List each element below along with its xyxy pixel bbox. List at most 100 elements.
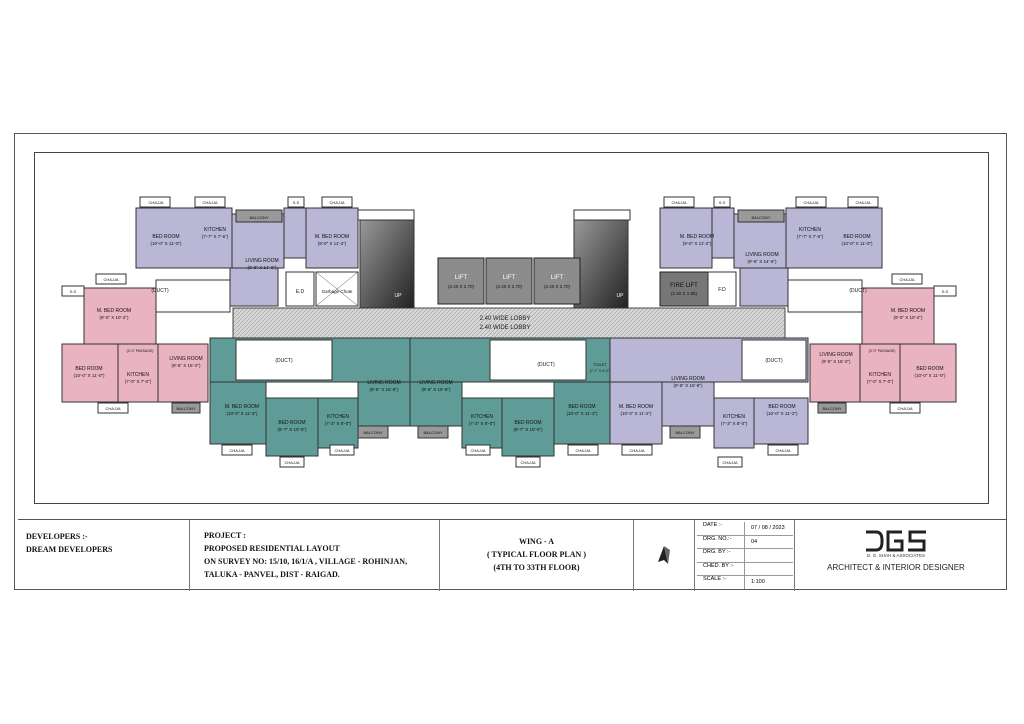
room-dim: (7'-0" X 7'-0") (867, 379, 894, 384)
info-row: DATE :-07 / 08 / 2023 (697, 522, 793, 536)
chajja-label: CHAJJA (575, 448, 590, 453)
room-dim: (10'-0" X 11'-0") (841, 241, 873, 246)
chajja-label: CHAJJA (722, 460, 737, 465)
lift-2 (485, 257, 533, 305)
info-row: CHED. BY :- (697, 562, 793, 576)
north-arrow-icon (658, 546, 670, 564)
toilet-dim: (7'-7" X 4'-0") (590, 369, 611, 373)
info-cell (695, 520, 795, 591)
room-dim: (9'-6" X 14'-6") (248, 265, 277, 270)
room-dim: (9'-5" X 15'-8") (370, 387, 399, 392)
fire-lift-size: (2.40 X 1.85) (671, 291, 698, 296)
lobby-corridor (232, 307, 786, 339)
left-lower-flat (209, 337, 411, 468)
duct-label: (DUCT) (537, 362, 555, 368)
left-staircase (359, 219, 415, 309)
duct-label: (DUCT) (765, 358, 783, 364)
balcony-label: BALCONY (363, 430, 382, 435)
firm-name: D. G. SHAH & ASSOCIATES (867, 553, 925, 558)
up-label: UP (617, 293, 625, 299)
lift-size: (2.40 X 2.70) (496, 284, 523, 289)
chajja-label: CHAJJA (329, 200, 344, 205)
room-dim: (9'-5" X 15'-2") (822, 359, 851, 364)
chajja-label: CHAJJA (897, 406, 912, 411)
chajja-label: CHAJJA (775, 448, 790, 453)
chajja-label: CHAJJA (671, 200, 686, 205)
duct-label: (DUCT) (151, 288, 169, 294)
lift-1 (437, 257, 485, 305)
developers-name: DREAM DEVELOPERS (26, 545, 113, 554)
electric-duct (285, 271, 315, 307)
info-value: 04 (751, 538, 758, 545)
chajja-label: CHAJJA (803, 200, 818, 205)
room-label: BED ROOM (75, 366, 102, 372)
room-label: LIVING ROOM (367, 380, 400, 386)
balcony-label: BALCONY (423, 430, 442, 435)
balcony-label: BALCONY (176, 406, 195, 411)
firm-logo (866, 530, 926, 552)
lift-size: (2.40 X 2.70) (544, 284, 571, 289)
lobby-label: 2.40 WIDE LOBBY (480, 316, 531, 322)
room-label: KITCHEN (204, 227, 226, 233)
info-row: DRG. BY :- (697, 549, 793, 563)
room-dim: (10'-0" X 11'-0") (150, 241, 182, 246)
center-lower-flat (409, 337, 611, 468)
chajja-label: CHAJJA (470, 448, 485, 453)
room-dim: (7'-3" X 8'-0") (721, 421, 748, 426)
plan-frame (34, 152, 989, 504)
info-value: 07 / 08 / 2023 (751, 525, 785, 532)
balcony-label: BALCONY (822, 406, 841, 411)
garbage-label: Garbage Chute (322, 289, 353, 294)
room-dim: (9'-7" X 10'-0") (278, 427, 307, 432)
room-dim: (7'-3" X 8'-0") (325, 421, 352, 426)
lobby-label-2: 2.40 WIDE LOBBY (480, 325, 531, 331)
room-label: BED ROOM (514, 420, 541, 426)
chajja-label: CHAJJA (629, 448, 644, 453)
chajja-label: CHAJJA (520, 460, 535, 465)
room-dim: (10'-0" X 11'-0") (914, 373, 946, 378)
room-label: LIVING ROOM (245, 258, 278, 264)
duct-label: (DUCT) (275, 358, 293, 364)
room-label: LIVING ROOM (745, 252, 778, 258)
ss-label: S.S (70, 289, 77, 294)
room-dim: (9'-6" X 14'-6") (748, 259, 777, 264)
project-line-1: PROPOSED RESIDENTIAL LAYOUT (204, 544, 340, 553)
right-upper-flat (659, 196, 883, 307)
firm-title: ARCHITECT & INTERIOR DESIGNER (827, 563, 965, 572)
room-dim: (9'-5" X 15'-8") (674, 383, 703, 388)
room-label: KITCHEN (327, 414, 349, 420)
room-dim: (9'-5" X 15'-8") (422, 387, 451, 392)
ss-label: S.S (942, 289, 949, 294)
chajja-label: CHAJJA (284, 460, 299, 465)
room-dim: (10'-0" X 11'-2") (766, 411, 798, 416)
right-staircase (573, 219, 629, 309)
room-label: KITCHEN (471, 414, 493, 420)
passage-label: (3'-0" PASSAGE) (127, 349, 154, 353)
room-dim: (9'-5" X 15'-2") (172, 363, 201, 368)
ed-label: E.D (296, 289, 305, 295)
room-label: M. BED ROOM (225, 404, 259, 410)
room-dim: (10'-0" X 11'-2") (226, 411, 258, 416)
fd-label: F.D (718, 287, 726, 293)
room-label: KITCHEN (127, 372, 149, 378)
fire-lift (659, 271, 709, 307)
ss-label: S.S (719, 200, 726, 205)
chajja-label: CHAJJA (899, 277, 914, 282)
room-label: BED ROOM (768, 404, 795, 410)
room-dim: (9'-0" X 10'-2") (100, 315, 129, 320)
room-label: KITCHEN (799, 227, 821, 233)
room-label: M. BED ROOM (315, 234, 349, 240)
floor-range: (4TH TO 33TH FLOOR) (493, 563, 580, 572)
lift-label: LIFT (503, 275, 516, 281)
project-cell: PROJECT : PROPOSED RESIDENTIAL LAYOUT ON… (190, 520, 440, 591)
info-row: DRG. NO.:-04 (697, 535, 793, 549)
room-dim: (7'-7" X 7'-6") (202, 234, 229, 239)
chajja-label: CHAJJA (148, 200, 163, 205)
fire-lift-label: FIRE LIFT (670, 283, 698, 289)
chajja-label: CHAJJA (855, 200, 870, 205)
chajja-label: CHAJJA (229, 448, 244, 453)
lift-size: (2.40 X 2.70) (448, 284, 475, 289)
balcony-label: BALCONY (249, 215, 268, 220)
room-label: LIVING ROOM (419, 380, 452, 386)
